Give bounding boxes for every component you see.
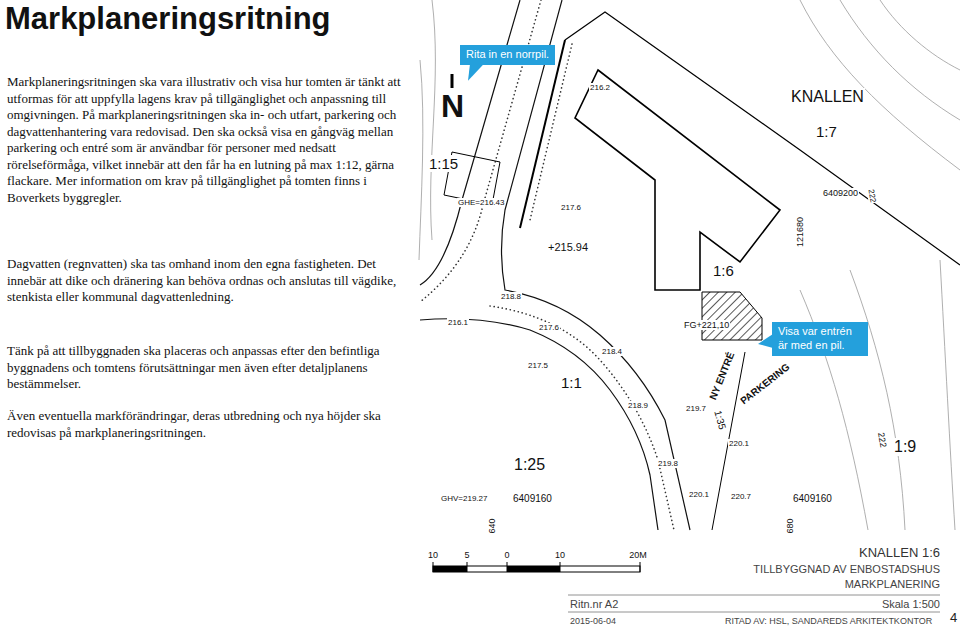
scale-bar-block (433, 566, 467, 572)
body-paragraph: Tänk på att tillbyggnaden ska placeras o… (7, 343, 409, 393)
map-label: 1:9 (893, 438, 917, 456)
road-edge (420, 0, 520, 285)
map-label: 219.7 (685, 404, 707, 413)
map-label: 1:1 (560, 374, 583, 391)
map-label: 218.8 (500, 292, 522, 301)
title-block-text: Skala 1:500 (882, 598, 940, 610)
map-label: 220.1 (728, 439, 750, 448)
map-label: 1:6 (712, 262, 735, 279)
map-label: 217.6 (560, 203, 582, 212)
building-outline (575, 70, 780, 290)
map-label: 220.7 (730, 492, 752, 501)
scale-number: 10 (555, 550, 565, 560)
scale-number: 20M (629, 550, 647, 560)
map-label: 219.8 (657, 459, 679, 468)
body-paragraph: Även eventuella markförändringar, deras … (7, 408, 409, 441)
map-label: 1:35 (712, 408, 729, 432)
map-label: 218.4 (601, 347, 623, 356)
title-block-line (568, 612, 940, 613)
property-line (520, 40, 565, 228)
map-label: GHE=216.43 (457, 198, 505, 207)
road-edges (420, 0, 690, 530)
title-block-text: TILLBYGGNAD AV ENBOSTADSHUS (753, 563, 940, 575)
map-label: FG+221,10 (683, 320, 730, 330)
callout-text: Visa var entrén är med en pil. (778, 325, 862, 353)
map-label: 216.2 (589, 83, 611, 92)
map-label: 216.1 (447, 318, 469, 327)
extension-hatch (702, 292, 762, 340)
map-label: N (440, 88, 465, 125)
map-label: 6409160 (792, 493, 833, 505)
gravel-band (530, 44, 572, 220)
map-label: KNALLEN (790, 88, 865, 106)
map-label: 222 (866, 188, 878, 205)
title-block-line (568, 595, 940, 596)
body-paragraph: Dagvatten (regnvatten) ska tas omhand in… (7, 256, 409, 306)
scale-bar-ticks (433, 562, 640, 572)
callout-bubble: Rita in en norrpil. (460, 45, 555, 65)
map-label: +215.94 (547, 241, 589, 254)
map-label: 1:15 (428, 155, 459, 172)
map-label: 6409200 (822, 188, 859, 198)
contour-line (850, 270, 905, 530)
contour-line (880, 0, 960, 70)
scale-bar (433, 562, 640, 572)
scale-number: 10 (428, 550, 438, 560)
map-label: 218.9 (627, 401, 649, 410)
title-block-text: Ritn.nr A2 (570, 598, 618, 610)
title-block-text: MARKPLANERING (845, 578, 940, 590)
map-label: 1:25 (513, 456, 546, 474)
map-label: NY ENTRÉ (707, 350, 737, 403)
road-edge (420, 319, 658, 530)
map-label: 6409160 (512, 493, 553, 505)
contour-line (431, 0, 436, 240)
map-label: 640 (487, 517, 497, 534)
scale-number: 0 (504, 550, 509, 560)
body-paragraph: Markplaneringsritningen ska vara illustr… (7, 74, 409, 206)
contour-lines (419, 0, 960, 530)
title-block-text: 4 (950, 610, 957, 625)
callout-tail (758, 334, 773, 348)
map-label: 220.1 (688, 490, 710, 499)
page-title: Markplaneringsritning (5, 0, 331, 37)
map-label: 1:7 (815, 123, 838, 140)
contour-line (419, 60, 423, 260)
map-label: 121680 (795, 216, 805, 248)
title-block-text: KNALLEN 1:6 (859, 545, 940, 560)
scale-bar-block (507, 566, 560, 572)
map-label: GHV=219.27 (440, 494, 488, 503)
title-block-text: 2015-06-04 (570, 616, 616, 626)
contour-line (940, 260, 955, 530)
map-label: 217.5 (527, 361, 549, 370)
map-label: PARKERING (737, 361, 792, 408)
map-label: 222 (875, 431, 888, 450)
contour-line (800, 0, 960, 170)
callout-tail (468, 64, 484, 81)
title-block-text: RITAD AV: HSL, SANDAREDS ARKITEKTKONTOR (725, 616, 932, 626)
map-label: 680 (785, 517, 795, 534)
scale-number: 5 (464, 550, 469, 560)
title-block-lines (568, 595, 940, 612)
callout-text: Rita in en norrpil. (466, 48, 549, 62)
map-label: 217.6 (538, 323, 560, 332)
gravel-dots (420, 0, 674, 530)
scale-bar-frame (433, 566, 640, 572)
callout-bubble: Visa var entrén är med en pil. (772, 322, 868, 356)
gravel-band (490, 306, 674, 530)
